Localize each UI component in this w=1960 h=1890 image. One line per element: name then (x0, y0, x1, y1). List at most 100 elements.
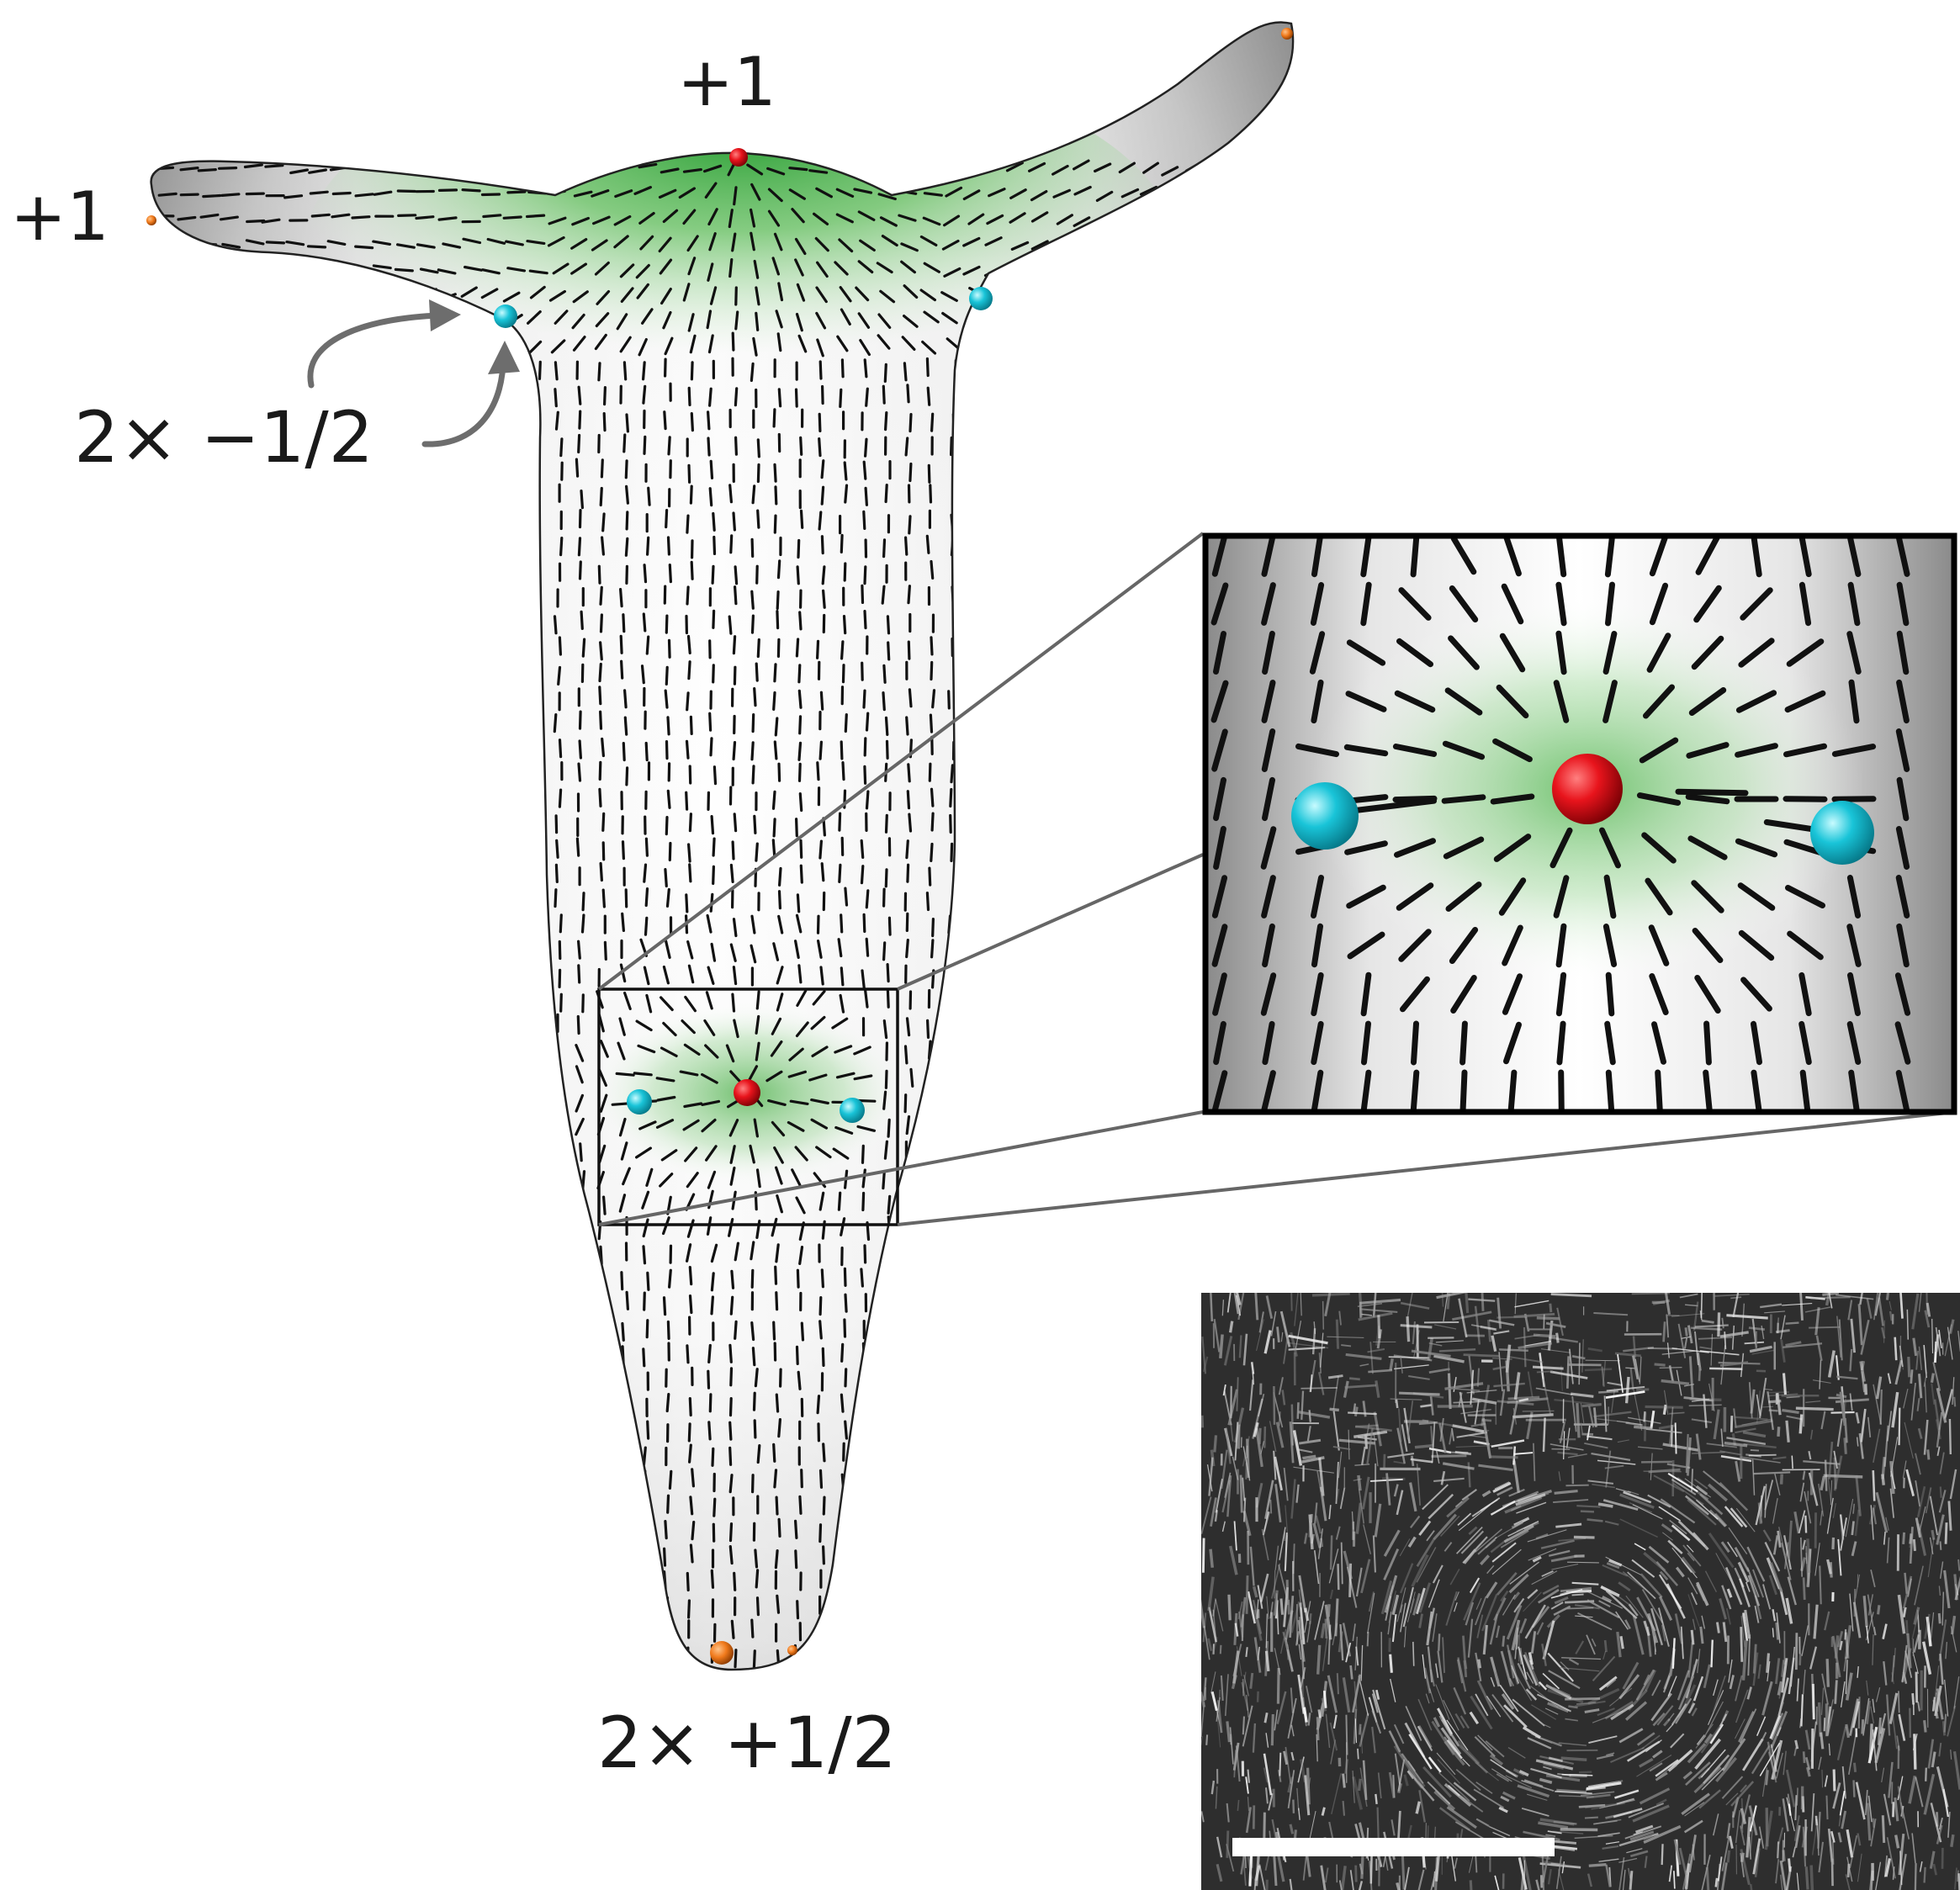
micrograph-panel (1200, 1273, 1960, 1890)
director-segment (447, 1547, 448, 1564)
director-segment (997, 1091, 998, 1108)
director-segment (1277, 385, 1278, 402)
director-segment (296, 664, 298, 680)
director-segment (754, 1651, 755, 1668)
micrograph-fiber (1943, 1721, 1944, 1735)
director-segment (145, 1193, 146, 1210)
director-segment (821, 1470, 822, 1487)
director-segment (364, 789, 366, 806)
director-segment (994, 890, 995, 907)
director-segment (603, 1574, 605, 1591)
director-segment (1104, 867, 1105, 884)
director-segment (996, 788, 998, 805)
director-segment (539, 1093, 540, 1109)
director-segment (972, 968, 973, 985)
director-segment (691, 414, 692, 431)
director-segment (352, 271, 369, 273)
micrograph-fiber (1778, 1427, 1779, 1437)
director-segment (211, 816, 213, 833)
director-segment (250, 1172, 251, 1189)
inset-minus-half-right (1810, 801, 1874, 865)
director-segment (888, 1268, 890, 1284)
director-segment (440, 339, 455, 347)
director-segment (626, 538, 627, 555)
director-segment (647, 637, 648, 654)
director-segment (909, 1267, 910, 1284)
director-segment (1103, 1066, 1104, 1083)
director-segment (1055, 315, 1070, 321)
director-segment (708, 412, 709, 429)
micrograph-fiber (1431, 1456, 1466, 1457)
director-segment (231, 1071, 233, 1088)
director-segment (692, 1522, 694, 1539)
director-segment (1150, 488, 1151, 505)
director-segment (1059, 690, 1060, 707)
director-segment (1086, 915, 1087, 932)
director-segment (228, 1472, 229, 1489)
director-segment (267, 242, 283, 243)
director-segment (993, 566, 994, 583)
director-segment (429, 865, 430, 881)
director-segment (905, 1095, 906, 1112)
director-segment (666, 667, 667, 684)
micrograph-fiber (1585, 1818, 1598, 1819)
director-segment (1062, 1394, 1063, 1411)
micrograph-fiber (1415, 1446, 1433, 1448)
director-segment (731, 1399, 732, 1416)
director-segment (535, 919, 536, 936)
director-segment (973, 1395, 974, 1411)
director-segment (774, 1444, 775, 1461)
director-segment (533, 662, 534, 679)
director-segment (538, 839, 539, 855)
director-segment (1164, 212, 1179, 220)
director-segment (889, 918, 890, 934)
director-segment (512, 844, 513, 860)
director-segment (971, 1093, 972, 1109)
director-segment (293, 818, 294, 834)
director-segment (604, 414, 605, 431)
director-segment (644, 1247, 645, 1263)
director-segment (1128, 565, 1129, 582)
director-segment (841, 1395, 843, 1411)
director-segment (1038, 943, 1039, 960)
director-segment (975, 1521, 976, 1538)
director-segment (1248, 164, 1262, 174)
micrograph-fiber (1355, 1407, 1357, 1416)
director-segment (1209, 289, 1225, 295)
director-segment (884, 665, 885, 682)
director-segment (342, 843, 343, 860)
director-segment (780, 892, 781, 908)
director-segment (1191, 1297, 1192, 1314)
director-segment (1061, 1519, 1062, 1536)
director-segment (907, 1396, 908, 1413)
director-segment (1108, 537, 1109, 553)
director-segment (840, 389, 841, 406)
director-segment (775, 742, 776, 759)
director-segment (823, 1348, 824, 1365)
director-segment (230, 1093, 231, 1110)
director-segment (967, 338, 980, 348)
director-segment (736, 437, 737, 454)
director-segment (295, 1623, 296, 1639)
director-segment (468, 889, 469, 906)
director-segment (817, 1645, 818, 1662)
director-segment (495, 586, 497, 603)
micrograph-fiber (1499, 1349, 1528, 1350)
director-segment (451, 945, 452, 962)
director-segment (1083, 488, 1084, 505)
director-segment (493, 1571, 494, 1588)
director-segment (251, 945, 252, 961)
director-segment (1061, 814, 1062, 831)
director-segment (1104, 1651, 1105, 1668)
director-segment (558, 1194, 559, 1211)
director-segment (494, 537, 495, 554)
micrograph-fiber (1448, 1293, 1449, 1309)
director-segment (405, 1268, 406, 1285)
director-segment (692, 1469, 694, 1486)
director-segment (381, 717, 382, 734)
director-segment (626, 461, 627, 478)
director-segment (358, 289, 373, 294)
director-segment (183, 1247, 184, 1263)
director-segment (644, 614, 645, 631)
director-segment (427, 1042, 428, 1059)
